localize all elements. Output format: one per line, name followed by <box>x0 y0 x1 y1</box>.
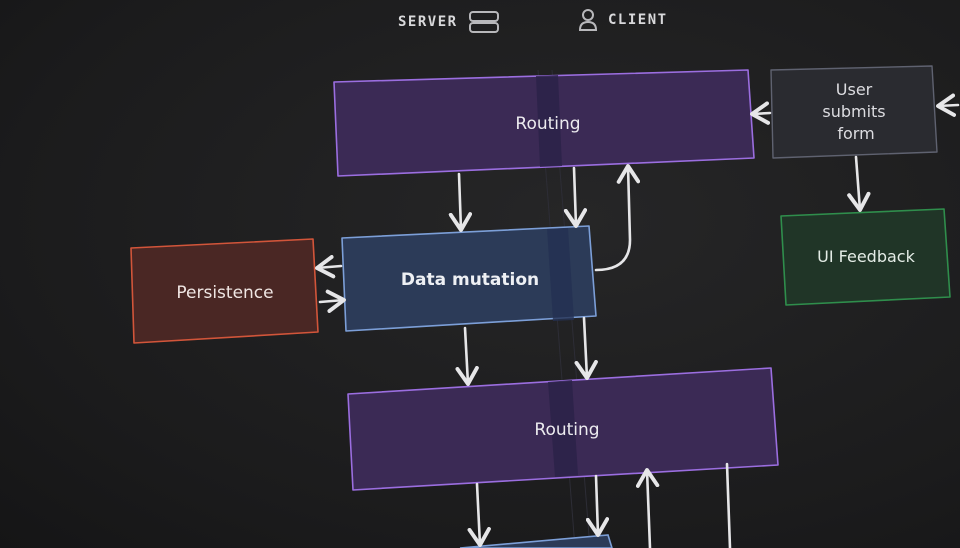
client-legend-label: CLIENT <box>608 12 668 28</box>
routing-mid-node: Routing <box>347 367 779 491</box>
server-legend: SERVER <box>398 10 500 34</box>
arrow-mutation-to-routing <box>594 164 641 272</box>
arrow-up-into-routing-mid <box>635 468 660 548</box>
arrow-routing-to-mutation-1 <box>448 172 473 232</box>
user-submits-node: User submits form <box>770 65 938 159</box>
arrow-into-user-submits <box>936 93 960 117</box>
user-submits-line-3: form <box>837 124 874 143</box>
user-submits-line-2: submits <box>822 102 885 121</box>
arrow-mutation-to-persistence <box>315 255 343 279</box>
arrow-user-to-routing <box>750 101 772 125</box>
arrow-routing-mid-down-1 <box>467 482 491 547</box>
ui-feedback-label: UI Feedback <box>817 247 915 266</box>
data-mutation-label: Data mutation <box>401 270 539 290</box>
bottom-partial-node <box>459 534 613 548</box>
server-icon <box>468 11 499 33</box>
routing-mid-label: Routing <box>534 420 599 440</box>
line-routing-mid-down-3 <box>725 462 732 548</box>
arrow-mutation-to-routing-mid-2 <box>574 316 598 380</box>
ui-feedback-node: UI Feedback <box>780 208 951 306</box>
arrow-routing-to-mutation-2 <box>563 166 588 228</box>
arrows <box>315 93 960 548</box>
arrow-routing-mid-down-2 <box>585 474 610 537</box>
arrow-user-to-feedback <box>847 155 871 212</box>
persistence-node: Persistence <box>130 238 319 344</box>
routing-top-node: Routing <box>333 69 755 177</box>
user-icon <box>578 9 598 31</box>
client-legend: CLIENT <box>578 8 668 32</box>
user-submits-line-1: User <box>836 80 873 99</box>
server-legend-label: SERVER <box>398 14 458 30</box>
routing-top-label: Routing <box>515 114 580 134</box>
arrow-mutation-to-routing-mid-1 <box>455 326 479 386</box>
data-mutation-node: Data mutation <box>341 225 597 332</box>
persistence-label: Persistence <box>176 283 273 303</box>
arrow-persistence-to-mutation <box>318 289 346 313</box>
